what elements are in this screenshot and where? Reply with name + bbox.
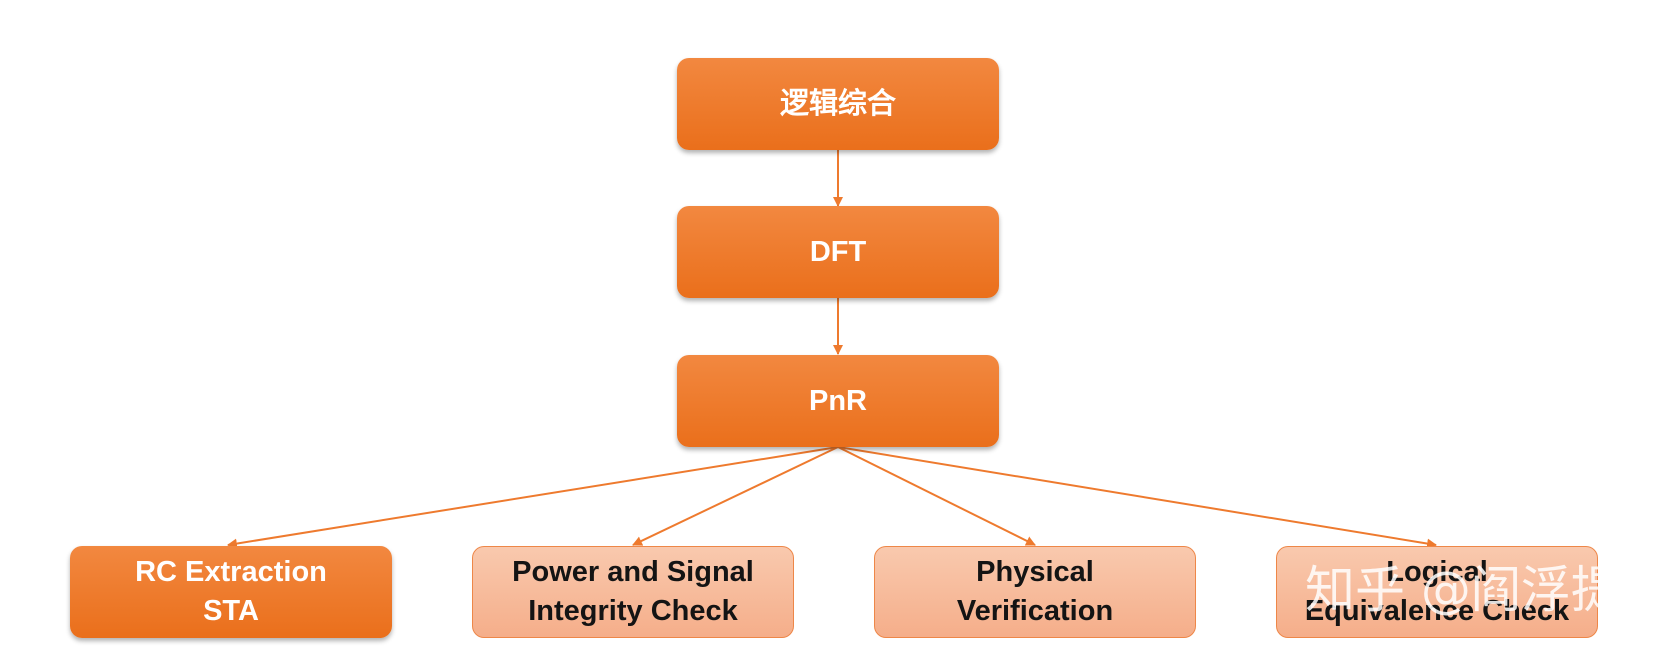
node-pnr-label: PnR	[809, 384, 867, 417]
node-dft: DFT	[677, 206, 999, 298]
node-synthesis: 逻辑综合	[677, 58, 999, 150]
node-power-signal-integrity-check-label: Power and Signal Integrity Check	[512, 556, 754, 627]
node-rc-extraction-sta: RC Extraction STA	[70, 546, 392, 638]
edge-pnr-to-physical-verification	[837, 446, 1036, 546]
node-pnr: PnR	[677, 355, 999, 447]
node-dft-label: DFT	[809, 235, 867, 268]
node-logical-equivalence-check: Logical Equivalence Check	[1276, 546, 1598, 638]
edge-pnr-to-lec	[837, 446, 1437, 549]
edge-pnr-to-psi-check	[632, 446, 839, 546]
node-logical-equivalence-check-label: Logical Equivalence Check	[1304, 556, 1570, 627]
node-physical-verification-label: Physical Verification	[956, 556, 1114, 627]
node-power-signal-integrity-check: Power and Signal Integrity Check	[472, 546, 794, 638]
edge-pnr-to-rc-sta	[227, 446, 839, 549]
node-rc-extraction-sta-label: RC Extraction STA	[135, 556, 327, 627]
node-physical-verification: Physical Verification	[874, 546, 1196, 638]
node-synthesis-label: 逻辑综合	[779, 87, 896, 120]
watermark: 知乎 @阎浮提	[1305, 561, 1621, 619]
